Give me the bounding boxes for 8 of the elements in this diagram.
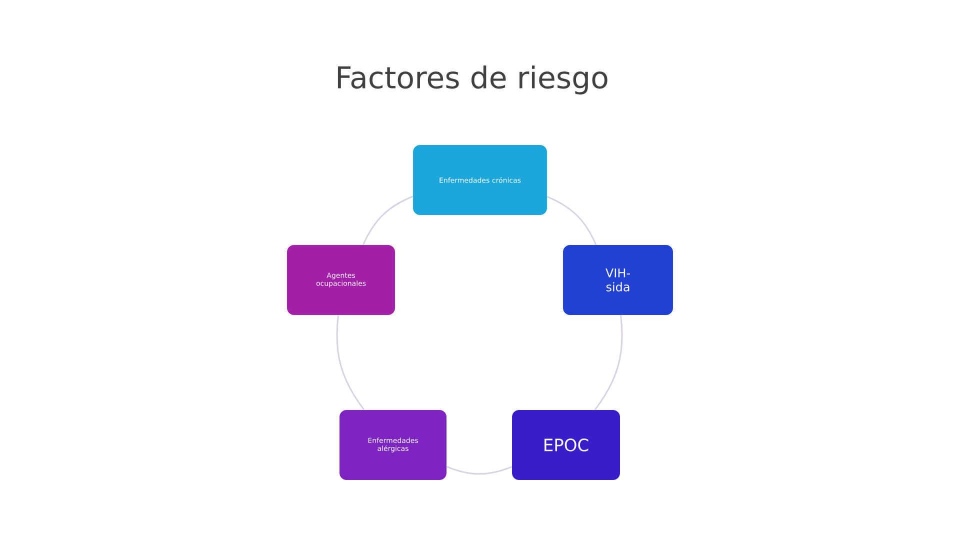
connector-arc (362, 196, 414, 246)
connector-arc (546, 196, 597, 246)
title: Factores de riesgo (338, 65, 608, 95)
process-box: EPOC (512, 410, 620, 480)
connector-arc (594, 315, 623, 410)
process-box: VIH-sida (563, 245, 673, 315)
connector-arc (336, 315, 365, 410)
connector-arc (446, 466, 512, 475)
